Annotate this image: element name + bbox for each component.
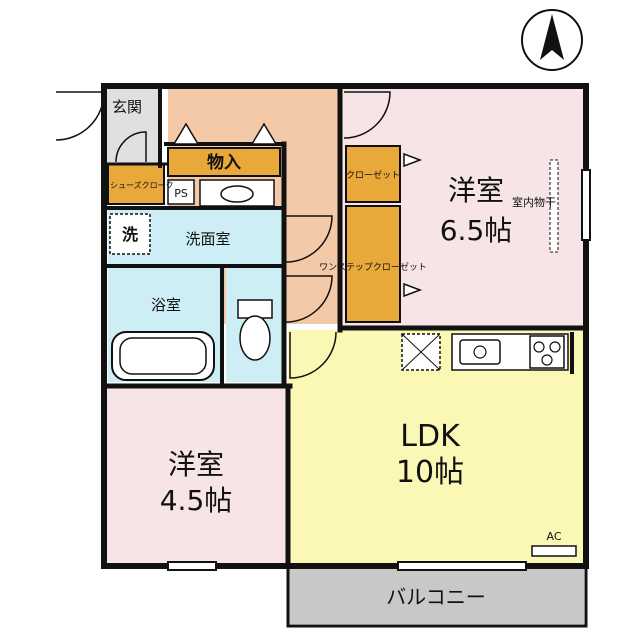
- washroom-label: 洗面室: [185, 230, 230, 248]
- closet-label: クローゼット: [346, 169, 400, 181]
- ac-label: AC: [546, 530, 561, 543]
- shoe-cloak-box: [107, 163, 165, 205]
- ps-label: PS: [174, 187, 188, 200]
- bathtub-icon: [111, 331, 215, 381]
- balcony-label: バルコニー: [386, 585, 486, 609]
- one-step-closet-box: [345, 205, 401, 323]
- western-room-4-5-size: 4.5帖: [160, 484, 233, 517]
- bathroom-label: 浴室: [151, 296, 181, 314]
- stove-icon: [529, 335, 565, 369]
- washing-machine-icon: [109, 213, 151, 255]
- indoor-drying-rail-icon: [549, 159, 559, 253]
- shoe-cloak-label: シューズクローク: [110, 180, 174, 190]
- walls: [101, 83, 589, 628]
- western-room-4-5-fill: [106, 388, 288, 564]
- storage-box: [167, 147, 281, 177]
- western-room-6-5-name: 洋室: [448, 174, 504, 207]
- compass-north-arrow-icon: [521, 9, 583, 71]
- entrance-label: 玄関: [112, 98, 142, 116]
- entrance-fill: [106, 88, 158, 164]
- closet-box: [345, 145, 401, 203]
- ldk-size: 10帖: [396, 455, 464, 490]
- western-room-6-5-size: 6.5帖: [440, 214, 513, 247]
- one-step-closet-label: ワンステップクローゼット: [319, 261, 427, 273]
- refrigerator-space-icon: [401, 333, 441, 371]
- ac-unit-icon: [531, 545, 577, 557]
- doors: [55, 91, 391, 379]
- windows: [167, 169, 591, 571]
- indoor-drying-label: 室内物干: [512, 195, 556, 209]
- storage-label: 物入: [207, 152, 241, 173]
- ps-box: [167, 179, 195, 205]
- toilet-icon: [237, 299, 273, 361]
- closet-arrow-icons: [172, 122, 423, 298]
- washer-label: 洗: [122, 225, 138, 244]
- washbasin-icon: [199, 179, 275, 207]
- ldk-name: LDK: [400, 419, 461, 454]
- western-room-4-5-name: 洋室: [168, 448, 224, 481]
- balcony-fill: [288, 568, 584, 624]
